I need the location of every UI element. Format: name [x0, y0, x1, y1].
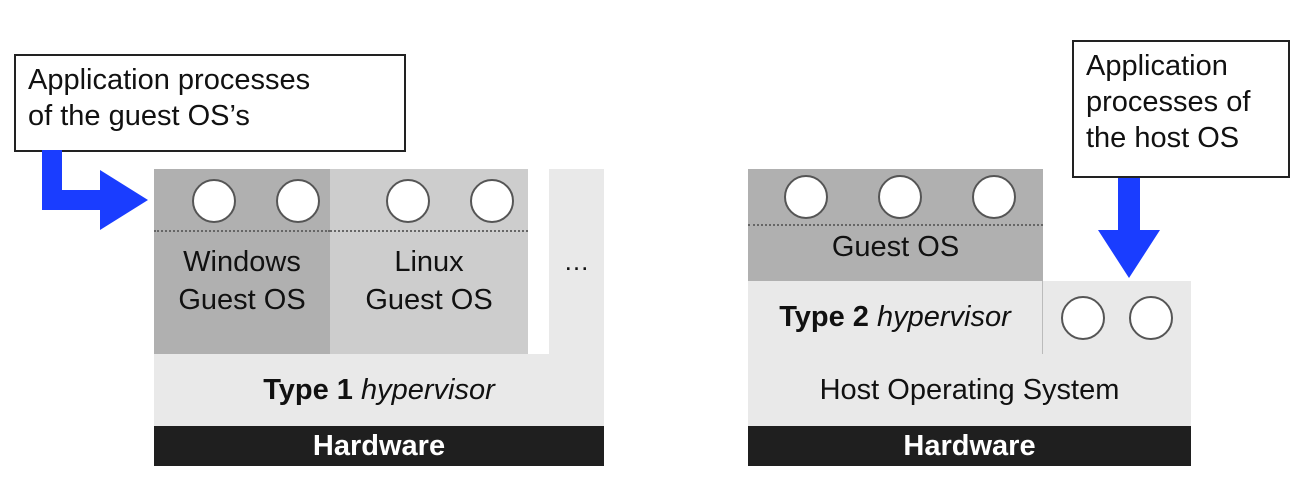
- host-processes-callout-line1: Application: [1086, 50, 1228, 82]
- guest-processes-callout-line2: of the guest OS’s: [28, 100, 250, 132]
- host-processes-callout: Application processes of the host OS: [1072, 40, 1290, 178]
- left-hardware-label: Hardware: [312, 429, 446, 462]
- type2-guest-process-circle-1: [784, 175, 828, 219]
- more-guests-block: …: [549, 169, 604, 354]
- windows-process-circle-2: [276, 179, 320, 223]
- type2-guest-app-divider: [748, 224, 1043, 226]
- linux-process-circle-2: [470, 179, 514, 223]
- host-operating-system-layer: Host Operating System: [748, 354, 1191, 426]
- linux-guest-os-block: Linux Guest OS: [330, 169, 528, 354]
- linux-app-divider: [330, 230, 528, 232]
- right-hardware-label: Hardware: [903, 429, 1036, 462]
- windows-guest-os-label: Windows Guest OS: [154, 243, 330, 319]
- type1-hypervisor-word: hypervisor: [361, 373, 495, 406]
- type2-guest-os-label: Guest OS: [831, 231, 960, 263]
- host-process-circle-1: [1061, 296, 1105, 340]
- linux-label-line2: Guest OS: [365, 284, 493, 316]
- type2-guest-process-circle-2: [878, 175, 922, 219]
- linux-label-line1: Linux: [394, 246, 464, 278]
- windows-app-divider: [154, 230, 330, 232]
- type2-guest-os-block: Guest OS: [748, 169, 1043, 281]
- host-operating-system-label: Host Operating System: [819, 373, 1120, 406]
- host-processes-callout-line3: the host OS: [1086, 122, 1240, 154]
- windows-label-line2: Guest OS: [178, 284, 306, 316]
- host-process-circle-2: [1129, 296, 1173, 340]
- linux-guest-os-label: Linux Guest OS: [330, 243, 528, 319]
- type1-hypervisor-layer: Type 1 hypervisor: [154, 354, 604, 426]
- guest-processes-callout: Application processes of the guest OS’s: [14, 54, 406, 152]
- type2-hypervisor-layer: Type 2 hypervisor: [748, 281, 1043, 354]
- type2-hypervisor-type: Type 2: [779, 301, 869, 333]
- left-hardware-layer: Hardware: [154, 426, 604, 466]
- host-processes-arrow: [1098, 178, 1160, 278]
- type2-guest-process-circle-3: [972, 175, 1016, 219]
- type2-hypervisor-word: hypervisor: [877, 301, 1011, 333]
- windows-label-line1: Windows: [183, 246, 301, 278]
- windows-guest-os-block: Windows Guest OS: [154, 169, 330, 354]
- linux-process-circle-1: [386, 179, 430, 223]
- right-hardware-layer: Hardware: [748, 426, 1191, 466]
- host-processes-block: [1043, 281, 1191, 354]
- guest-processes-arrow: [42, 150, 148, 230]
- windows-process-circle-1: [192, 179, 236, 223]
- type1-hypervisor-type: Type 1: [263, 373, 353, 406]
- guest-processes-callout-line1: Application processes: [28, 64, 311, 96]
- more-guests-ellipsis: …: [563, 246, 590, 276]
- host-processes-callout-line2: processes of: [1086, 86, 1251, 118]
